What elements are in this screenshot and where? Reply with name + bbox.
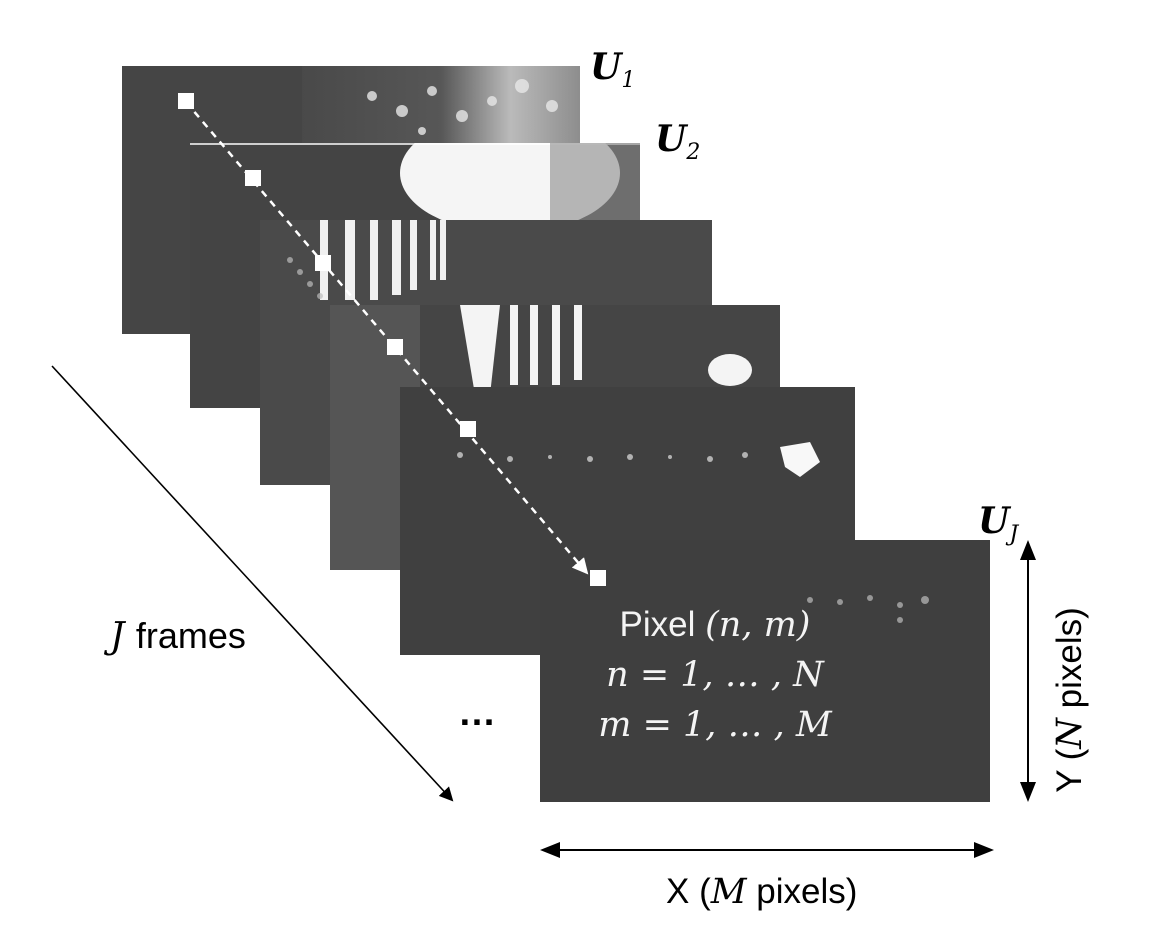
pixel-marker-j (590, 570, 606, 586)
frame-uj: Pixel (n, m) n = 1, … , N m = 1, … , M (540, 540, 990, 802)
frames-axis-text: frames (135, 615, 246, 656)
pixel-label-line1: Pixel (n, m) (540, 605, 890, 645)
frames-axis-label: J frames (110, 615, 246, 657)
pixel-n-range: n = 1, … , N (606, 655, 824, 695)
label-uj: UJ (978, 500, 1019, 548)
frames-axis-var: J (110, 616, 125, 657)
pixel-marker-5 (460, 421, 476, 437)
ellipsis: … (458, 692, 496, 734)
pixel-m-range: m = 1, … , M (598, 705, 832, 745)
pixel-marker-3 (315, 255, 331, 271)
y-axis-label: Y (N pixels) (1050, 607, 1090, 793)
label-u1: U1 (590, 46, 636, 94)
pixel-label-math: (n, m) (705, 605, 811, 645)
pixel-label-prefix: Pixel (619, 605, 706, 644)
frames-axis-arrow (51, 365, 454, 802)
label-u2: U2 (655, 118, 701, 166)
pixel-marker-2 (245, 170, 261, 186)
pixel-marker-4 (387, 339, 403, 355)
x-axis-label: X (M pixels) (666, 872, 858, 912)
pixel-marker-1 (178, 93, 194, 109)
